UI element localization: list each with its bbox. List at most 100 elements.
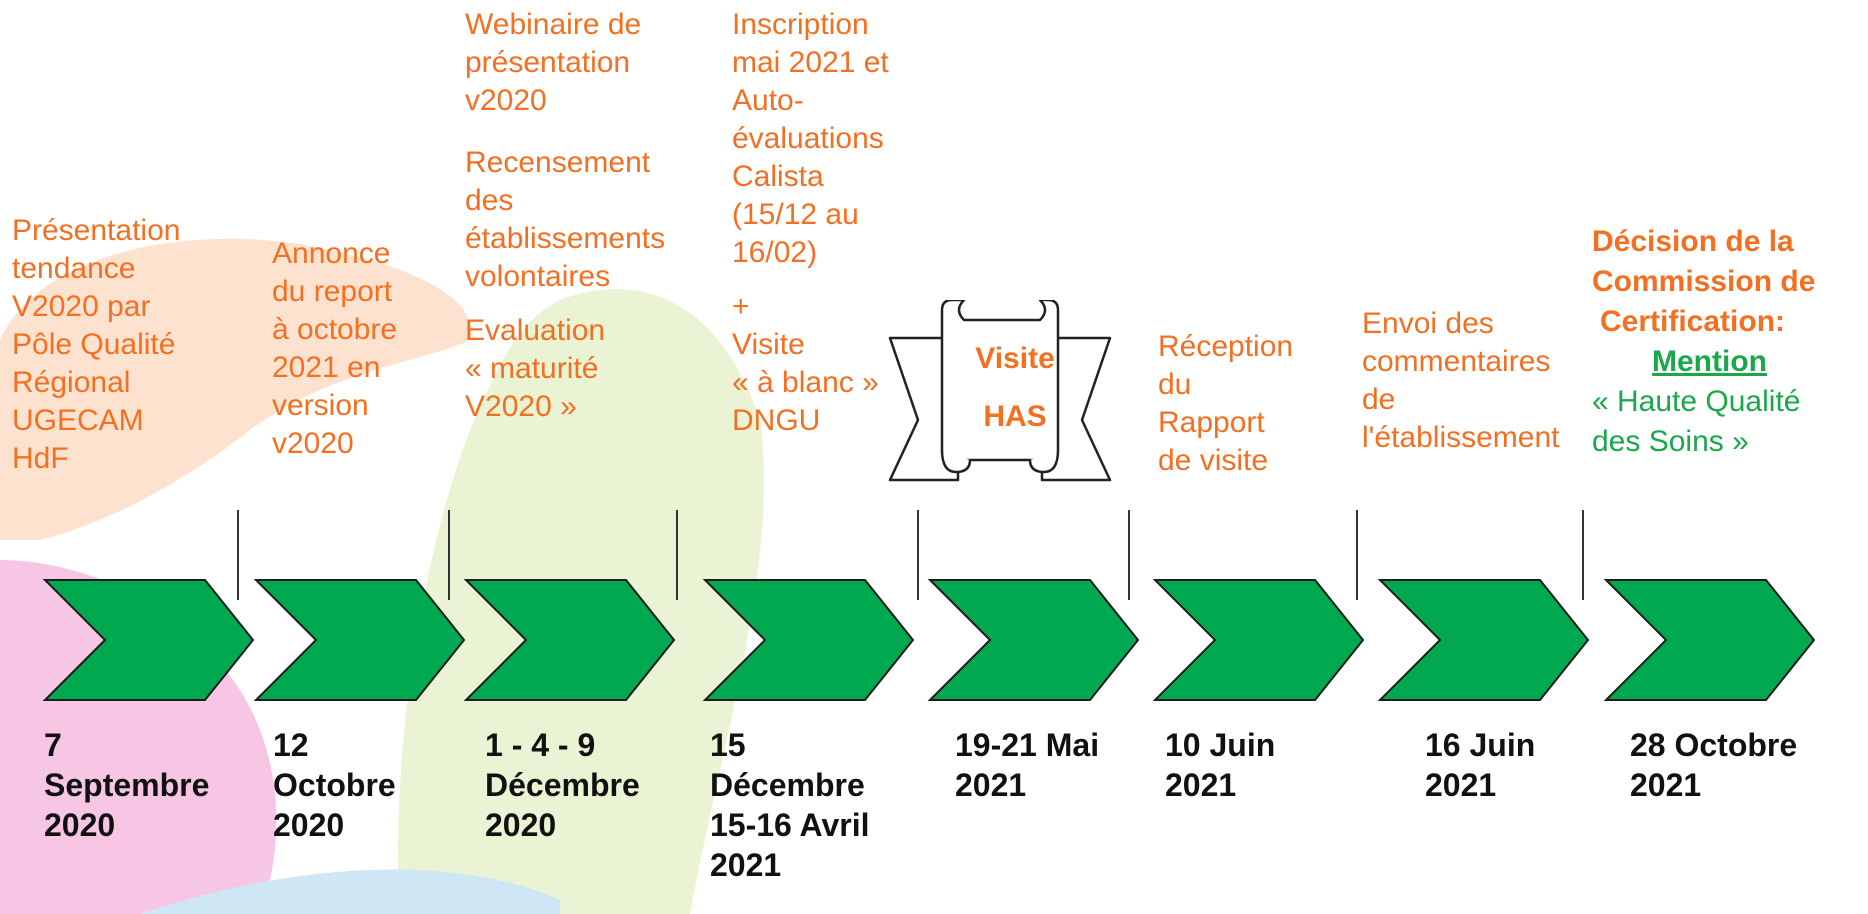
visite-has-label: Visite HAS (955, 330, 1075, 446)
step6-description: Réception du Rapport de visite (1158, 328, 1293, 480)
scroll-banner-icon (888, 300, 1112, 482)
date-line: 2021 (1165, 767, 1237, 803)
step1-desc-line: Régional (12, 366, 131, 399)
chevron-arrow-1 (42, 579, 255, 701)
final-decision: Décision de la Commission de Certificati… (1592, 222, 1868, 462)
date-line: Décembre (710, 767, 865, 803)
date-line: 2021 (955, 767, 1027, 803)
date-line: 7 (44, 727, 62, 763)
separator-line-1 (237, 510, 239, 600)
final-bold-line: Commission de (1592, 265, 1816, 298)
date-line: 2021 (710, 847, 782, 883)
step3-desc-line: Recensement (465, 146, 651, 179)
chevron-arrow-4 (702, 579, 915, 701)
step6-desc-line: Rapport (1158, 406, 1265, 439)
step6-desc-line: Réception (1158, 330, 1294, 363)
step3-date: 1 - 4 - 9 Décembre 2020 (485, 725, 640, 845)
final-green-line: « Haute Qualité (1592, 385, 1801, 418)
step4-desc-line: DNGU (732, 404, 821, 437)
date-line: 10 Juin (1165, 727, 1276, 763)
date-line: 15-16 Avril (710, 807, 870, 843)
step8-date: 28 Octobre 2021 (1630, 725, 1797, 805)
date-line: 2020 (485, 807, 557, 843)
date-line: 28 Octobre (1630, 727, 1798, 763)
chevron-arrow-7 (1377, 579, 1590, 701)
step4-desc-line: Visite (732, 328, 805, 361)
date-line: 19-21 Mai (955, 727, 1100, 763)
separator-line-4 (917, 510, 919, 600)
blue-blob (140, 869, 560, 914)
step4-description: Inscription mai 2021 et Auto- évaluation… (732, 6, 889, 440)
step1-description: Présentation tendance V2020 par Pôle Qua… (12, 212, 180, 478)
step3-desc-line: présentation (465, 46, 631, 79)
step1-date: 7 Septembre 2020 (44, 725, 209, 845)
step6-desc-line: du (1158, 368, 1192, 401)
separator-line-5 (1128, 510, 1130, 600)
step4-desc-line: (15/12 au (732, 198, 859, 231)
step3-desc-line: Webinaire de (465, 8, 642, 41)
timeline-chevrons (42, 579, 1816, 701)
mention-link: Mention (1652, 345, 1767, 378)
step4-desc-line: Inscription (732, 8, 869, 41)
step3-desc-line: v2020 (465, 84, 547, 117)
step1-desc-line: Présentation (12, 214, 181, 247)
final-green-line: des Soins » (1592, 425, 1749, 458)
banner-line: HAS (983, 400, 1047, 433)
step2-desc-line: Annonce (272, 237, 391, 270)
step7-date: 16 Juin 2021 (1425, 725, 1535, 805)
step2-date: 12 Octobre 2020 (273, 725, 396, 845)
date-line: 12 (273, 727, 309, 763)
step7-description: Envoi des commentaires de l'établissemen… (1362, 305, 1560, 457)
step3-desc-line: des (465, 184, 514, 217)
step2-description: Annonce du report à octobre 2021 en vers… (272, 235, 397, 463)
step3-desc-line: établissements (465, 222, 666, 255)
date-line: 2020 (44, 807, 116, 843)
peach-blob (0, 238, 472, 540)
chevron-arrow-5 (927, 579, 1140, 701)
step6-date: 10 Juin 2021 (1165, 725, 1275, 805)
final-bold-line: Certification: (1600, 305, 1786, 338)
step3-desc-line: V2020 » (465, 390, 577, 423)
separator-line-7 (1582, 510, 1584, 600)
step4-desc-line: Auto- (732, 84, 804, 117)
step1-desc-line: tendance (12, 252, 136, 285)
separator-line-6 (1356, 510, 1358, 600)
final-bold-line: Décision de la (1592, 225, 1794, 258)
step4-desc-line: « à blanc » (732, 366, 879, 399)
date-line: 15 (710, 727, 746, 763)
date-line: 1 - 4 - 9 (485, 727, 596, 763)
step5-date: 19-21 Mai 2021 (955, 725, 1099, 805)
step2-desc-line: du report (272, 275, 393, 308)
date-line: 2021 (1425, 767, 1497, 803)
step3-desc-line: Evaluation (465, 314, 606, 347)
separator-line-3 (676, 510, 678, 600)
step3-desc-line: volontaires (465, 260, 611, 293)
step7-desc-line: Envoi des (1362, 307, 1494, 340)
date-line: Octobre (273, 767, 396, 803)
step2-desc-line: à octobre (272, 313, 398, 346)
step2-desc-line: v2020 (272, 427, 354, 460)
step1-desc-line: HdF (12, 442, 69, 475)
step1-desc-line: Pôle Qualité (12, 328, 176, 361)
banner-line: Visite (975, 342, 1055, 375)
chevron-arrow-2 (253, 579, 466, 701)
step7-desc-line: commentaires (1362, 345, 1551, 378)
date-line: Septembre (44, 767, 210, 803)
chevron-arrow-6 (1152, 579, 1365, 701)
step2-desc-line: version (272, 389, 369, 422)
chevron-arrow-3 (463, 579, 676, 701)
step6-desc-line: de visite (1158, 444, 1269, 477)
step3-desc-line: « maturité (465, 352, 599, 385)
date-line: Décembre (485, 767, 640, 803)
date-line: 2020 (273, 807, 345, 843)
step4-desc-line: mai 2021 et (732, 46, 889, 79)
step2-desc-line: 2021 en (272, 351, 381, 384)
date-line: 16 Juin (1425, 727, 1536, 763)
step1-desc-line: V2020 par (12, 290, 151, 323)
step4-date: 15 Décembre 15-16 Avril 2021 (710, 725, 870, 885)
step3-description: Webinaire de présentation v2020 Recensem… (465, 6, 665, 426)
step7-desc-line: de (1362, 383, 1396, 416)
chevron-arrow-8 (1603, 579, 1816, 701)
step4-desc-line: 16/02) (732, 236, 818, 269)
